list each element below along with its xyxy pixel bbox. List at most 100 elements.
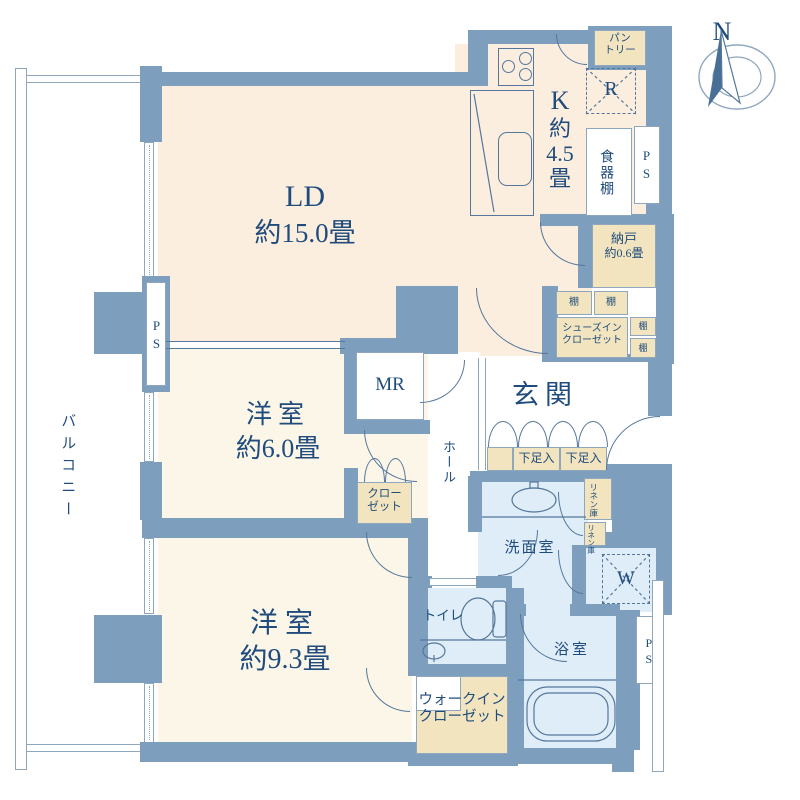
western-room-9-label: 洋室 約9.3畳	[158, 608, 412, 676]
compass-needle-dark	[708, 30, 722, 107]
meter-room-label: MR	[375, 374, 405, 395]
meter-room-box	[356, 352, 424, 420]
pantry-line: トリー	[604, 45, 636, 57]
kitchen-label: K 約 4.5 畳	[538, 86, 582, 192]
wall	[396, 286, 458, 354]
compass-n-label: N	[713, 17, 732, 46]
wall-pillar	[94, 615, 162, 683]
balcony-label: バルコニー	[59, 413, 76, 523]
storeroom-label: 納戸 約0.6畳	[592, 231, 656, 261]
wall	[140, 742, 430, 762]
wall-pillar	[94, 292, 142, 354]
wall	[508, 676, 524, 754]
shelf-label: 棚	[638, 343, 648, 353]
pantry-label: パン トリー	[594, 33, 646, 57]
dish-shelf-box	[586, 128, 632, 216]
sliding-partition	[160, 341, 345, 349]
shelf-box	[556, 291, 592, 315]
wall	[516, 748, 634, 764]
wall	[612, 760, 634, 772]
pipe-space-label: PS	[641, 636, 656, 668]
shelf-box	[594, 291, 628, 315]
wall	[344, 468, 358, 524]
wall	[542, 354, 674, 362]
wall	[408, 526, 428, 676]
stove-burner	[519, 52, 532, 65]
room9-size: 約9.3畳	[239, 644, 331, 676]
toilet-floor	[418, 588, 512, 664]
compass-needle-light	[720, 29, 742, 105]
ld-size: 約15.0畳	[254, 217, 356, 248]
linen-box	[584, 478, 612, 520]
kitchen-line: 約	[548, 115, 571, 141]
toilet-label: トイレ	[422, 608, 464, 623]
room6-size: 約6.0畳	[235, 433, 321, 463]
refrigerator-label: R	[604, 78, 618, 100]
washroom-label: 洗面室	[504, 540, 556, 556]
wall	[570, 604, 620, 616]
pipe-space-box	[634, 126, 660, 204]
ld-window	[144, 142, 154, 290]
room6-name: 洋室	[245, 400, 310, 429]
shelf-label: 棚	[606, 297, 616, 308]
bath-label: 浴室	[553, 642, 590, 658]
balcony-rail-bottom	[27, 744, 142, 752]
entrance-step	[478, 358, 486, 470]
closet-label: クロー ゼット	[357, 488, 412, 514]
wic-line: クローゼット	[418, 708, 506, 725]
balcony-rail	[15, 68, 27, 770]
compass: N	[698, 17, 776, 110]
linen-box-small	[584, 522, 606, 546]
wall	[656, 222, 674, 364]
shoe-cabinet-box	[560, 447, 607, 471]
room6-window	[144, 392, 154, 462]
sic-line: クローゼット	[562, 334, 622, 346]
pantry-box	[594, 30, 646, 66]
wic-line: ウォークイン	[418, 692, 506, 708]
wall	[648, 360, 672, 416]
shoe-box-label: 下足入	[518, 451, 555, 465]
kitchen-counter	[470, 90, 534, 216]
shoe-cabinet-box	[513, 447, 560, 471]
ld-name: LD	[285, 180, 325, 213]
wall	[344, 340, 358, 432]
stove-burner	[502, 60, 515, 73]
shelf-label: 棚	[569, 297, 579, 308]
wall	[468, 476, 482, 532]
shelf-box	[630, 338, 656, 358]
washer-label: W	[617, 568, 635, 589]
room9-window-upper	[144, 538, 154, 614]
compass-inner-ring	[712, 56, 762, 98]
sic-line: シューズイン	[562, 323, 622, 334]
pipe-space-label: PS	[148, 318, 164, 354]
kitchen-line: 4.5	[546, 141, 574, 167]
kitchen-line: 畳	[548, 166, 571, 192]
wall	[468, 30, 488, 86]
stove	[498, 48, 534, 86]
storeroom-box	[592, 224, 656, 288]
pipe-space-box	[146, 282, 166, 386]
shoes-in-closet-label: シューズイン クローゼット	[552, 323, 632, 346]
linen-label: リネン庫	[588, 483, 599, 517]
wall	[408, 750, 518, 766]
hall-label: ホール	[440, 439, 456, 485]
linen-label: リネン庫	[586, 524, 596, 554]
stove-burner	[519, 68, 532, 81]
wall	[414, 664, 524, 676]
wall	[476, 576, 512, 588]
closet-line: クロー	[367, 488, 402, 500]
walk-in-closet-label: ウォークイン クローゼット	[410, 692, 514, 725]
western-room-9-floor	[158, 536, 412, 744]
closet-line: ゼット	[367, 501, 402, 514]
wall	[470, 471, 608, 482]
shelf-box	[630, 317, 656, 336]
compass-outer-ring	[698, 44, 776, 110]
western-room-6-label: 洋室 約6.0畳	[158, 400, 398, 464]
shoe-box-label: 下足入	[565, 451, 602, 465]
kitchen-sink	[498, 132, 532, 186]
room9-name: 洋室	[249, 608, 320, 639]
toilet-sliding-door	[430, 578, 476, 586]
pantry-line: パン	[609, 33, 631, 44]
shoes-in-closet-box	[556, 317, 628, 358]
room9-window-lower	[144, 683, 154, 743]
